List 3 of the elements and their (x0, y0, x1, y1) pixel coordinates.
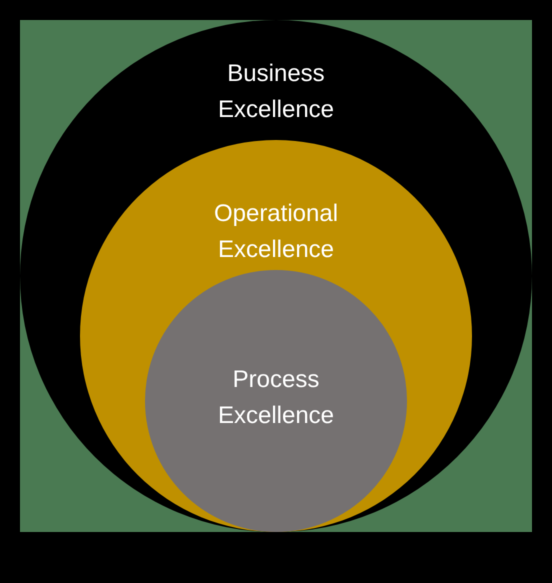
circle-label: Business Excellence (216, 59, 336, 125)
circle-label: Operational Excellence (212, 199, 340, 265)
circle-label: Process Excellence (216, 365, 336, 431)
